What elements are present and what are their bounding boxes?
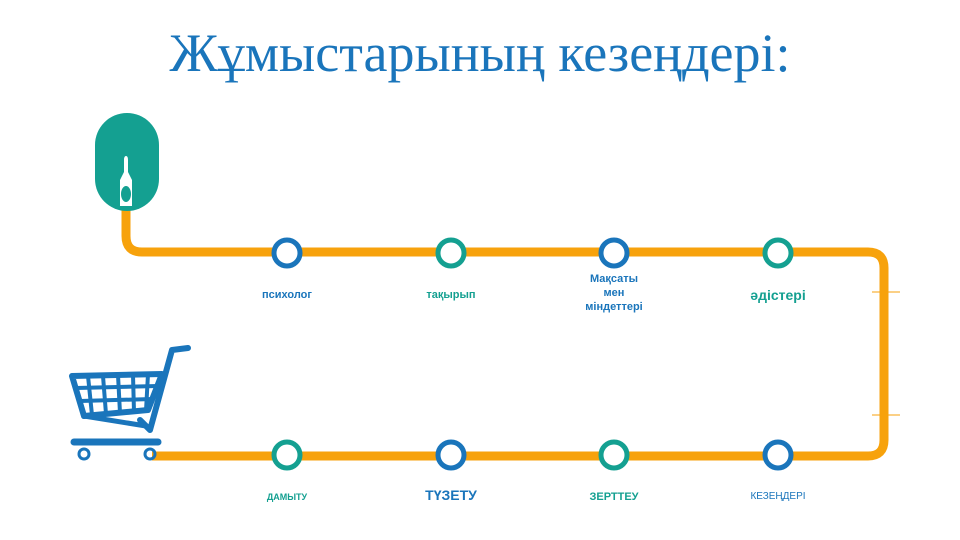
node-bottom-4 bbox=[762, 439, 794, 471]
shopping-cart-icon bbox=[69, 345, 191, 461]
node-bottom-3 bbox=[598, 439, 630, 471]
top-nodes bbox=[271, 237, 794, 269]
step-label-topic: тақырып bbox=[426, 289, 476, 301]
step-label-psychologist: психолог bbox=[262, 289, 312, 301]
goals-line-3: міндеттері bbox=[585, 301, 643, 313]
node-top-1 bbox=[271, 237, 303, 269]
node-top-3 bbox=[598, 237, 630, 269]
step-label-develop: ДАМЫТУ bbox=[266, 492, 308, 502]
page-title: Жұмыстарының кезеңдері: bbox=[169, 23, 791, 83]
step-label-correct: ТҮЗЕТУ bbox=[425, 487, 477, 503]
step-label-goals: Мақсаты мен міндеттері bbox=[559, 272, 669, 314]
step-label-methods: әдістері bbox=[750, 287, 806, 303]
node-top-4 bbox=[762, 237, 794, 269]
step-label-research: ЗЕРТТЕУ bbox=[589, 491, 639, 503]
goals-line-2: мен bbox=[603, 287, 625, 299]
node-bottom-2 bbox=[435, 439, 467, 471]
node-top-2 bbox=[435, 237, 467, 269]
step-label-stages: КЕЗЕҢДЕРІ bbox=[750, 491, 806, 502]
computer-mouse-icon bbox=[95, 113, 159, 211]
node-bottom-1 bbox=[271, 439, 303, 471]
bottom-nodes bbox=[271, 439, 794, 471]
goals-line-1: Мақсаты bbox=[589, 273, 639, 285]
track-line bbox=[121, 208, 889, 461]
